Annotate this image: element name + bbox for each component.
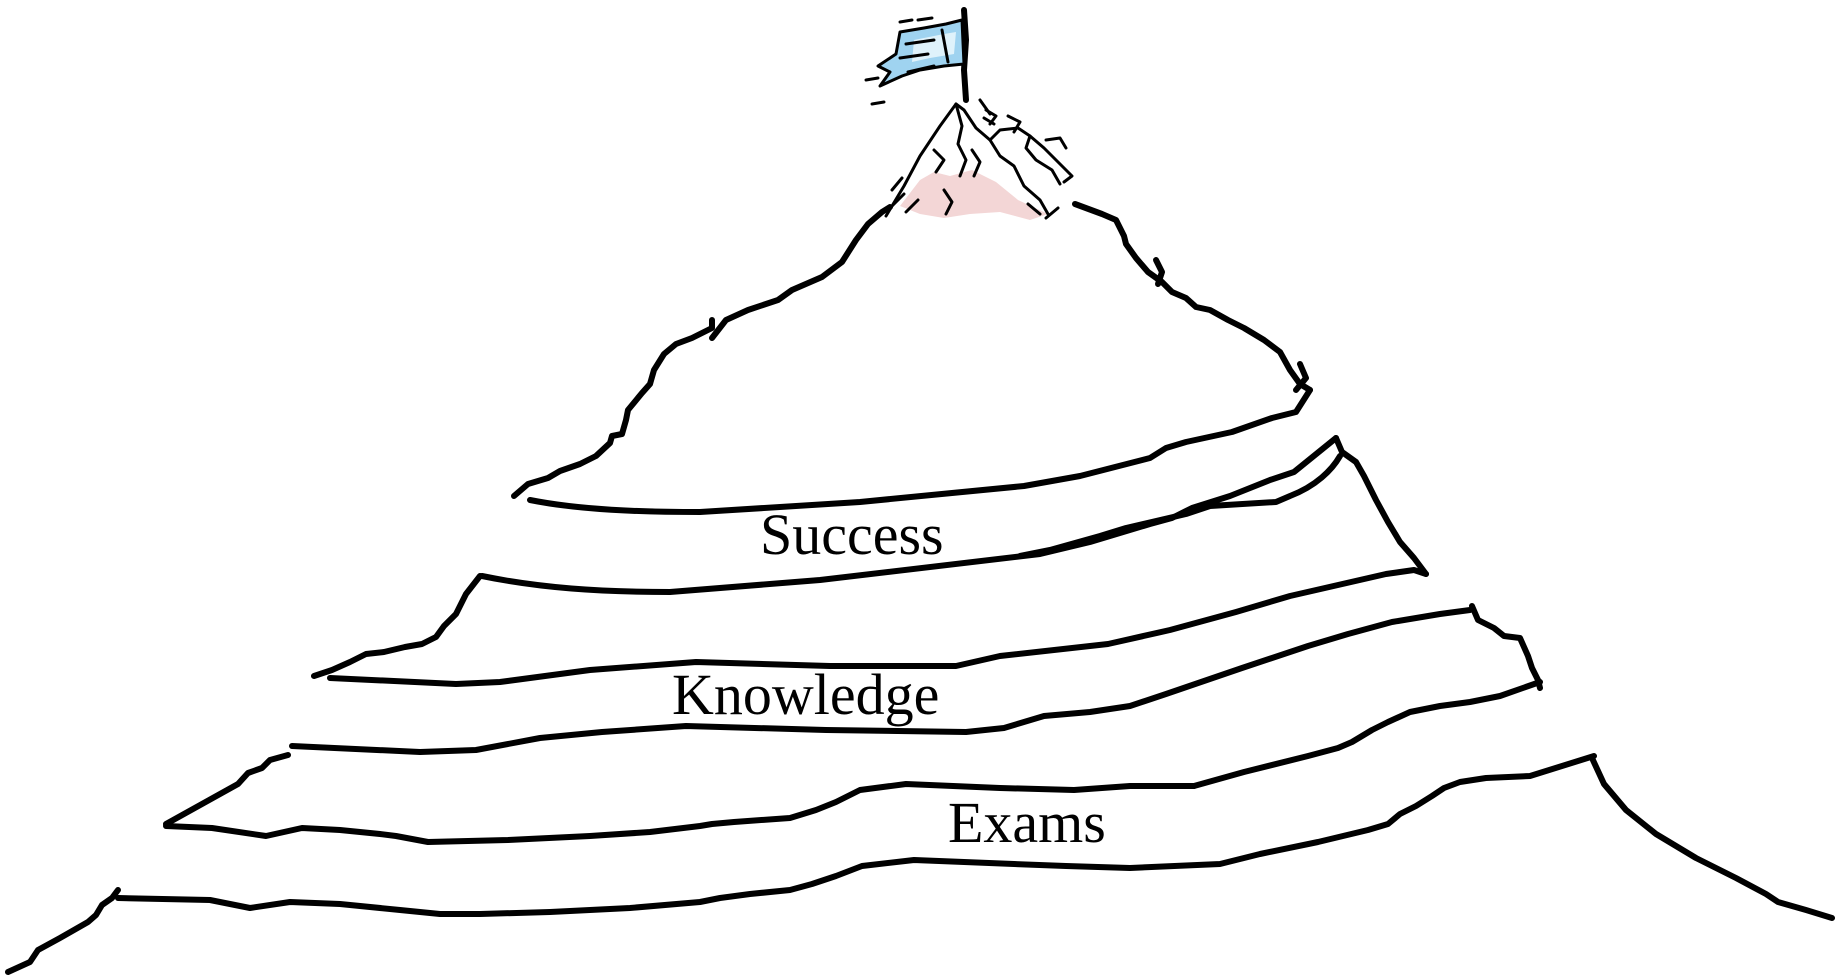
mountain-right-base (1589, 755, 1835, 921)
mountain-left-slope-2 (163, 752, 291, 827)
success-band-top (527, 387, 1313, 515)
success-band-bottom-right (1017, 453, 1343, 559)
flag-flutter-marks (864, 16, 996, 126)
exams-band-top (163, 781, 1197, 845)
peak-ridge-1 (954, 102, 968, 178)
mountain-right-notch-2 (1153, 257, 1165, 287)
tier-label-knowledge: Knowledge (672, 662, 939, 727)
tier-label-exams: Exams (948, 790, 1106, 855)
mountain-right-low (1469, 603, 1543, 691)
peak-rock-1 (984, 108, 1068, 150)
tier-label-success: Success (760, 502, 944, 567)
peak-ridge-3 (1024, 134, 1062, 186)
peak-snow-shade (900, 170, 1048, 220)
peak-ground-strokes (888, 176, 1060, 220)
peak-ridge-2 (988, 138, 1050, 216)
mountain-left-slope-4 (511, 317, 715, 499)
mountain-right-mid (1333, 435, 1429, 577)
knowledge-band-bottom (289, 607, 1473, 755)
exams-band-bottom (115, 753, 1597, 917)
flag-wave-strokes (898, 28, 950, 74)
knowledge-band-top (327, 567, 1429, 687)
knowledge-band-right (1191, 679, 1543, 789)
mountain-left-slope (5, 887, 121, 975)
mountain-right-upper (1072, 201, 1313, 393)
snowy-peak-icon (884, 102, 1074, 220)
summit-flag-icon (864, 7, 996, 126)
mountain-right-notch (1293, 361, 1309, 393)
mountain-left-slope-3 (311, 573, 483, 679)
peak-ridge-4 (932, 148, 982, 216)
mountain-upper-left (709, 204, 893, 341)
